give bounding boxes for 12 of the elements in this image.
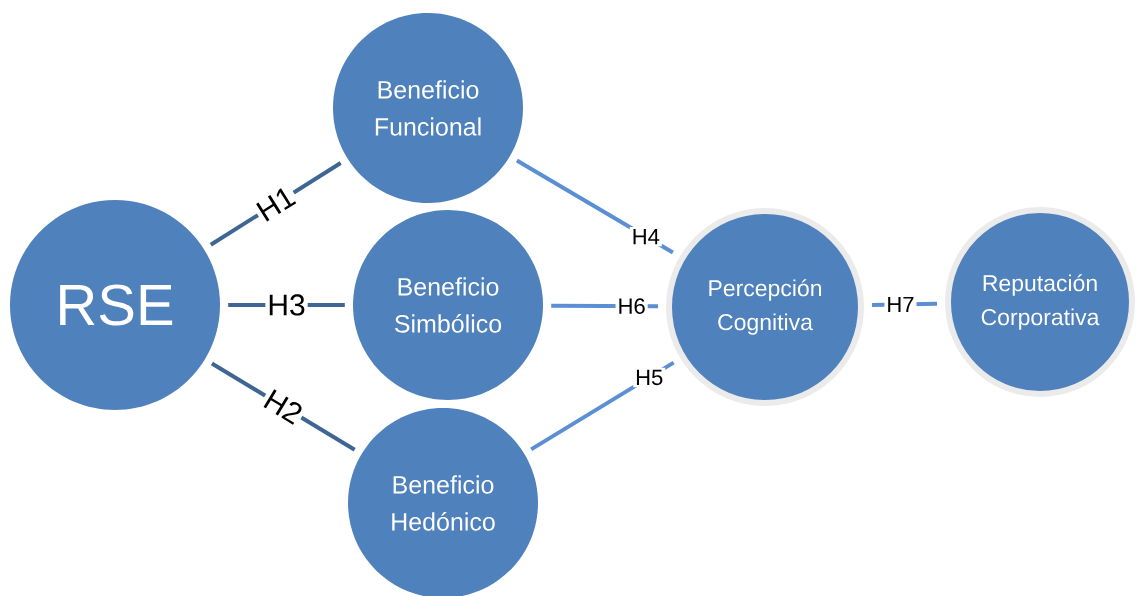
circle-node: Percepción Cognitiva: [666, 208, 864, 406]
circle-node: Reputación Corporativa: [945, 207, 1135, 397]
circle-node: RSE: [10, 200, 220, 410]
edge-label: H5: [633, 367, 666, 388]
circle-node: Beneficio Funcional: [333, 13, 523, 203]
edge-label: H3: [265, 292, 308, 318]
edge-label: H1: [251, 182, 301, 226]
edge-label: H4: [629, 227, 662, 247]
edge-label: H6: [615, 296, 648, 316]
circle-node: Beneficio Simbólico: [353, 210, 543, 400]
edge-label: H2: [258, 384, 308, 429]
edge-label: H7: [884, 294, 917, 315]
